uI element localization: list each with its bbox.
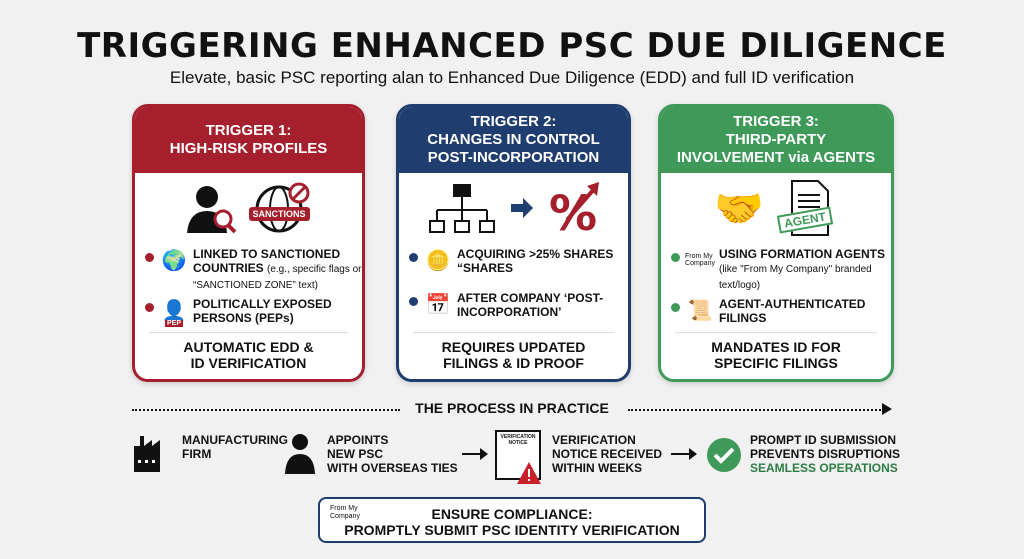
footer-text: ID VERIFICATION [190, 355, 307, 371]
step-text: WITHIN WEEKS [552, 461, 642, 475]
trigger-card-2: TRIGGER 2: CHANGES IN CONTROL POST-INCOR… [396, 104, 631, 382]
step-text: FIRM [182, 447, 212, 461]
certificate-icon: 📜 [687, 299, 713, 322]
sanctions-badge: SANCTIONS [248, 207, 310, 221]
factory-icon [134, 436, 160, 472]
item-note: (like "From My Company" branded text/log… [719, 264, 872, 291]
arrow-right-icon [510, 198, 533, 218]
footer-text: FILINGS & ID PROOF [443, 355, 584, 371]
handshake-icon: 🤝 [714, 186, 764, 231]
footer-text: REQUIRES UPDATED [441, 339, 586, 355]
person-search-icon [186, 186, 236, 234]
list-item: 📅 AFTER COMPANY ‘POST-INCORPORATION’ [399, 291, 628, 331]
item-note: (e.g., specific flags or “SANCTIONED ZON… [193, 264, 362, 291]
step-text: NOTICE RECEIVED [552, 447, 663, 461]
item-text: USING FORMATION AGENTS [719, 247, 885, 261]
calendar-icon: 📅 [425, 293, 451, 316]
globe-icon: 🌍 [161, 249, 187, 272]
step-text: WITH OVERSEAS TIES [327, 461, 458, 475]
list-item: 🪙 ACQUIRING >25% SHARES “SHARES [399, 247, 628, 287]
cta-text: PROMPTLY SUBMIT PSC IDENTITY VERIFICATIO… [344, 522, 680, 538]
card-footer: AUTOMATIC EDD &ID VERIFICATION [149, 332, 348, 371]
step-text: VERIFICATION [552, 433, 636, 447]
list-item: 🌍 LINKED TO SANCTIONED COUNTRIES (e.g., s… [135, 247, 362, 293]
trigger-card-3: TRIGGER 3: THIRD-PARTY INVOLVEMENT via A… [658, 104, 894, 382]
arrow-right-icon [671, 448, 697, 460]
notice-icon: VERIFICATION NOTICE [495, 430, 541, 484]
arrow-head-icon [882, 403, 892, 415]
step-text: NEW PSC [327, 447, 384, 461]
card-title: THIRD-PARTY [725, 131, 827, 148]
card-header: TRIGGER 2: CHANGES IN CONTROL POST-INCOR… [399, 107, 628, 173]
card-title: HIGH-RISK PROFILES [169, 140, 328, 157]
agent-document-icon: AGENT [776, 179, 838, 237]
sanctions-globe-icon: SANCTIONS [248, 181, 313, 235]
dotted-line [132, 409, 400, 411]
cta-text: ENSURE COMPLIANCE: [431, 506, 593, 522]
footer-text: AUTOMATIC EDD & [183, 339, 314, 355]
page-title: TRIGGERING ENHANCED PSC DUE DILIGENCE [77, 26, 947, 66]
card-header: TRIGGER 3: THIRD-PARTY INVOLVEMENT via A… [661, 107, 891, 173]
card-title: POST-INCORPORATION [427, 149, 600, 166]
coins-icon: 🪙 [425, 249, 451, 272]
logo-icon: From My Company [685, 247, 715, 273]
card-title: CHANGES IN CONTROL [427, 131, 600, 148]
card-title: TRIGGER 1: [205, 122, 292, 139]
item-text: ACQUIRING >25% SHARES “SHARES [457, 247, 614, 275]
step-text: PREVENTS DISRUPTIONS [750, 447, 901, 461]
company-logo: From My Company [330, 505, 360, 520]
arrow-right-icon [462, 448, 488, 460]
dotted-line [628, 409, 884, 411]
step-text: PROMPT ID SUBMISSION [750, 433, 897, 447]
step-text: APPOINTS [327, 433, 389, 447]
pep-icon: 👤PEP [161, 299, 187, 327]
org-chart-icon [428, 184, 495, 233]
item-text: AFTER COMPANY ‘POST-INCORPORATION’ [457, 291, 604, 319]
item-text: LINKED TO SANCTIONED COUNTRIES [193, 247, 341, 275]
process-title: THE PROCESS IN PRACTICE [415, 400, 609, 416]
step-text: SEAMLESS OPERATIONS [750, 461, 898, 475]
person-icon [285, 434, 315, 474]
card-title: TRIGGER 2: [470, 113, 557, 130]
logo-text: From My Company [685, 253, 715, 267]
footer-text: SPECIFIC FILINGS [714, 355, 838, 371]
card-header: TRIGGER 1: HIGH-RISK PROFILES [135, 107, 362, 173]
page-subtitle: Elevate, basic PSC reporting alan to Enh… [169, 68, 855, 87]
compliance-banner: From My Company ENSURE COMPLIANCE: PROMP… [318, 497, 706, 543]
doc-label: VERIFICATION NOTICE [500, 434, 536, 446]
item-text: POLITICALLY EXPOSED PERSONS (PEPs) [193, 297, 332, 325]
percent-up-icon: % [549, 182, 599, 236]
card-title: TRIGGER 3: [733, 113, 819, 130]
list-item: 📜 AGENT-AUTHENTICATED FILINGS [661, 297, 891, 337]
step-text: MANUFACTURING [182, 433, 288, 447]
pep-badge: PEP [165, 320, 184, 327]
warning-icon [517, 462, 541, 484]
list-item: From My Company USING FORMATION AGENTS (li… [661, 247, 891, 293]
item-text: AGENT-AUTHENTICATED FILINGS [719, 297, 866, 325]
trigger-card-1: TRIGGER 1: HIGH-RISK PROFILES SANCTIONS … [132, 104, 365, 382]
check-icon [707, 438, 741, 472]
card-title: INVOLVEMENT via AGENTS [676, 149, 876, 166]
footer-text: MANDATES ID FOR [711, 339, 841, 355]
